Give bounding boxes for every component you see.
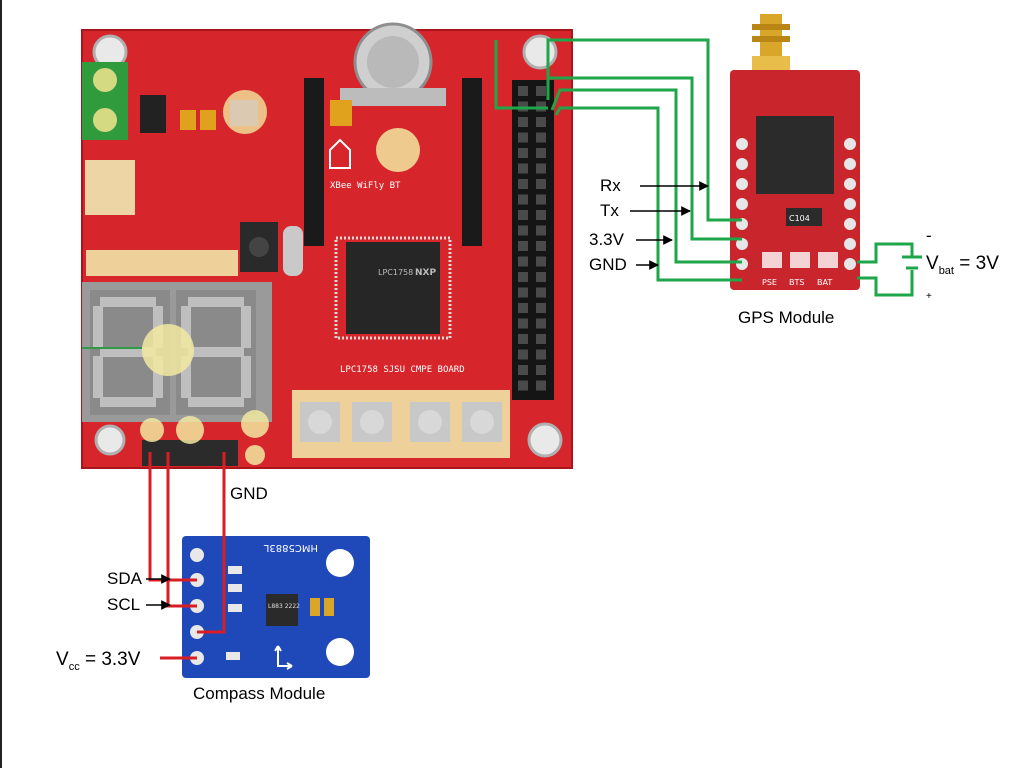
header-pin xyxy=(536,179,546,189)
header-pin xyxy=(518,86,528,96)
header-pin xyxy=(518,256,528,267)
header-pin xyxy=(536,334,546,344)
header-pin xyxy=(518,303,528,313)
header-pin xyxy=(518,272,528,282)
board-silkscreen: LPC1758 SJSU CMPE BOARD xyxy=(340,365,465,375)
gps-module-caption: GPS Module xyxy=(738,308,835,327)
gps-green-wires xyxy=(494,38,922,297)
battery-voltage-label: Vbat = 3V xyxy=(926,253,999,277)
compass-module: HMC5883L L883 2222 xyxy=(182,536,370,678)
jtag-header xyxy=(86,250,238,276)
gps-vcc-label: 3.3V xyxy=(589,230,624,249)
svg-text:LPC1758: LPC1758 xyxy=(378,268,413,277)
svg-text:BAT: BAT xyxy=(817,278,832,287)
header-pin xyxy=(536,163,546,174)
gps-module: C104 PSE BTS BAT xyxy=(730,14,860,290)
header-pin xyxy=(536,365,546,375)
gps-pad xyxy=(736,158,748,170)
label-arrows xyxy=(146,181,709,610)
svg-text:HMC5883L: HMC5883L xyxy=(263,542,318,553)
battery-plus-label: + xyxy=(926,291,932,302)
header-pin xyxy=(518,287,528,298)
header-pin xyxy=(536,117,546,127)
pin-header xyxy=(512,80,554,400)
push-buttons xyxy=(292,390,510,458)
header-pin xyxy=(536,86,546,96)
gps-pad xyxy=(736,178,748,190)
header-pin xyxy=(518,132,528,143)
header-pin xyxy=(536,380,546,391)
header-pin xyxy=(536,303,546,313)
svg-text:C104: C104 xyxy=(789,214,810,223)
header-pin xyxy=(536,256,546,267)
header-pin xyxy=(518,194,528,205)
header-pin xyxy=(518,365,528,375)
compass-module-caption: Compass Module xyxy=(193,684,326,703)
bottom-header xyxy=(140,410,269,466)
gps-pad xyxy=(844,138,856,150)
xbee-headers xyxy=(304,78,482,246)
header-pin xyxy=(536,241,546,251)
gps-rx-label: Rx xyxy=(600,176,621,195)
header-pin xyxy=(518,225,528,236)
header-pin xyxy=(536,349,546,360)
battery-minus-label: - xyxy=(926,226,932,245)
gps-tx-label: Tx xyxy=(600,201,619,220)
svg-text:L883 2222: L883 2222 xyxy=(268,603,300,610)
header-pin xyxy=(536,287,546,298)
header-pin xyxy=(518,210,528,220)
svg-text:NXP: NXP xyxy=(415,268,436,278)
gps-pad xyxy=(736,198,748,210)
gps-gnd-label: GND xyxy=(589,255,627,274)
header-pin xyxy=(536,225,546,236)
header-pin xyxy=(536,194,546,205)
gps-pad xyxy=(844,198,856,210)
header-pin xyxy=(518,318,528,329)
header-pin xyxy=(536,132,546,143)
header-pin xyxy=(536,148,546,158)
compass-sda-label: SDA xyxy=(107,569,142,588)
svg-text:PSE: PSE xyxy=(762,278,777,287)
header-pin xyxy=(518,163,528,174)
gps-pad xyxy=(844,178,856,190)
gps-chip xyxy=(756,116,834,194)
gps-pad xyxy=(844,238,856,250)
header-pin xyxy=(518,334,528,344)
header-pin xyxy=(536,272,546,282)
header-pin xyxy=(518,380,528,391)
xbee-slot-label: XBee WiFly BT xyxy=(330,181,401,191)
header-pin xyxy=(518,148,528,158)
svg-text:BTS: BTS xyxy=(789,278,804,287)
gps-pad xyxy=(844,218,856,230)
seven-segment-display xyxy=(82,282,272,422)
header-pin xyxy=(536,318,546,329)
gps-pad xyxy=(844,158,856,170)
gps-pad xyxy=(736,258,748,270)
compass-scl-label: SCL xyxy=(107,595,141,614)
compass-chip xyxy=(266,594,298,626)
compass-gnd-label: GND xyxy=(230,484,268,503)
image-border xyxy=(0,0,2,768)
header-pin xyxy=(518,117,528,127)
gps-pad xyxy=(736,238,748,250)
header-pin xyxy=(536,210,546,220)
header-pin xyxy=(518,241,528,251)
header-pin xyxy=(518,179,528,189)
header-pin xyxy=(518,349,528,360)
compass-vcc-label: Vcc = 3.3V xyxy=(56,649,141,673)
main-board: XBee WiFly BT LPC1758 NXP LPC1758 SJSU C… xyxy=(81,22,573,469)
gps-pad xyxy=(844,258,856,270)
mcu-chip: LPC1758 NXP xyxy=(334,236,452,340)
gps-pad xyxy=(736,138,748,150)
